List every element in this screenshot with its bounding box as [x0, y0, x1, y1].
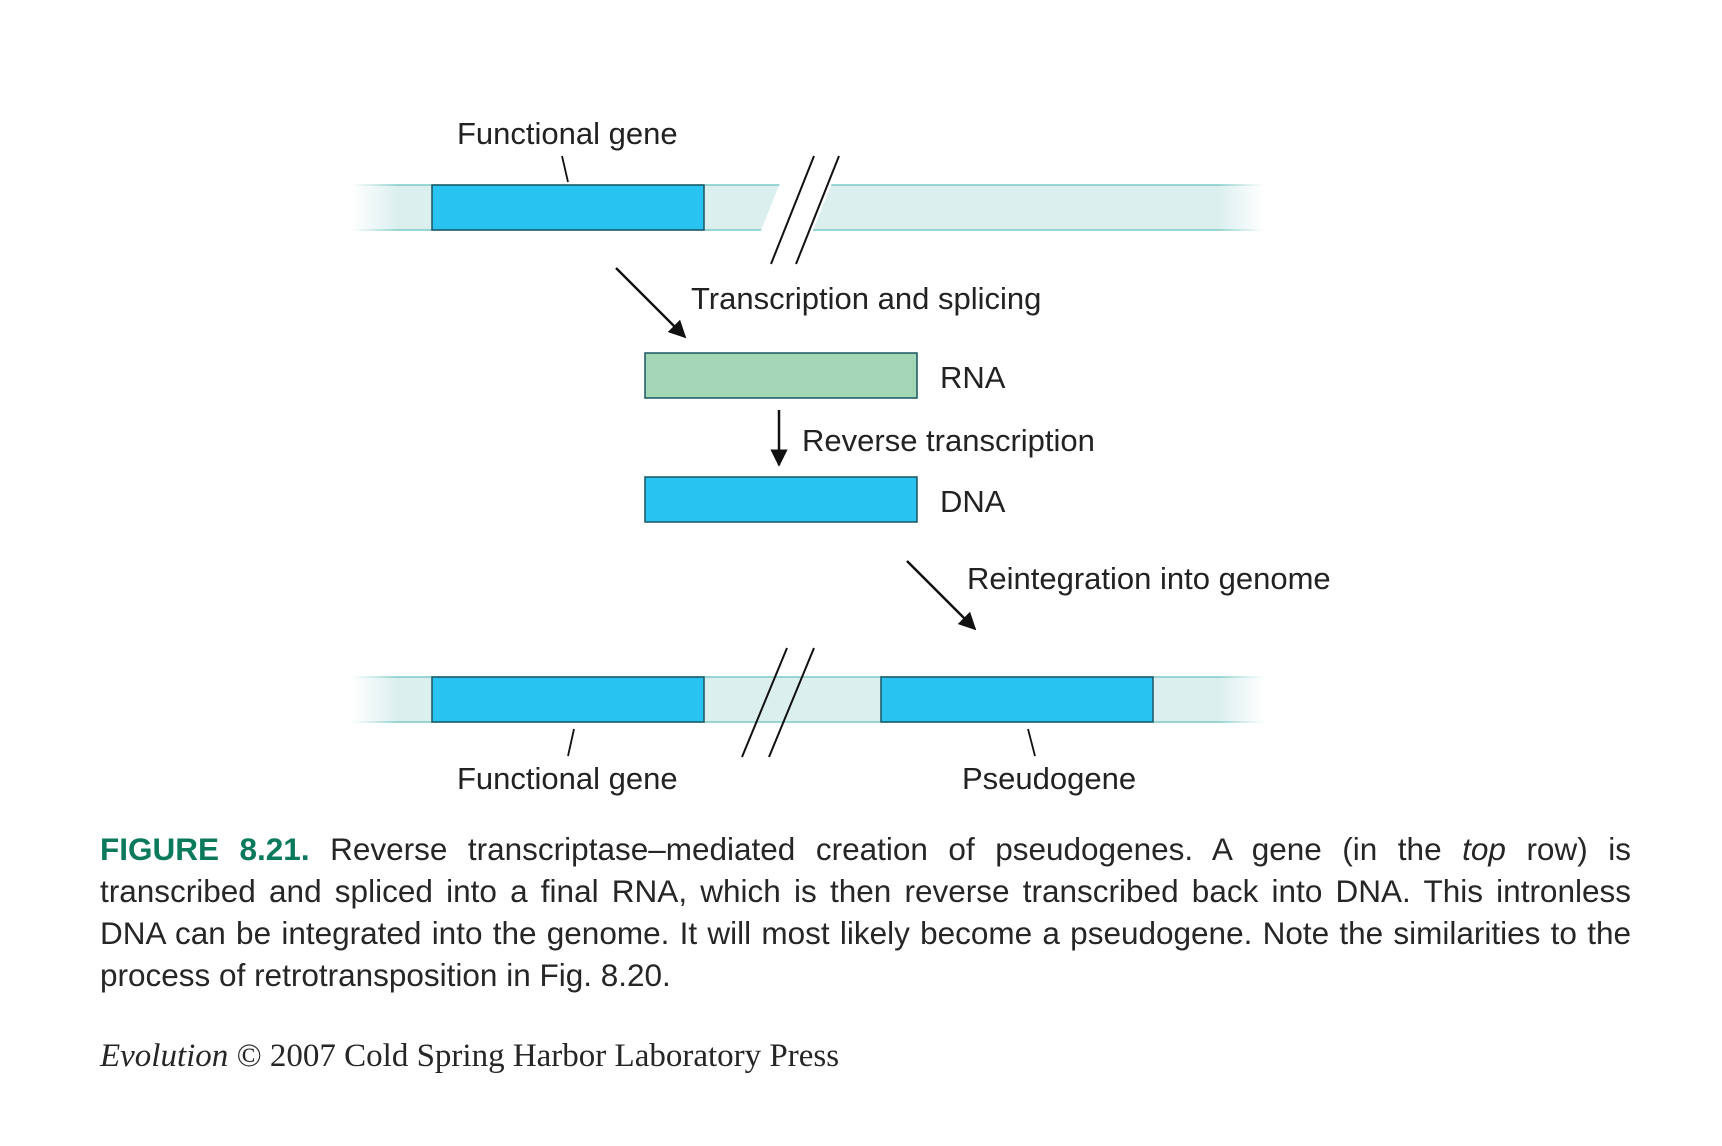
caption-text-italic: top: [1462, 831, 1506, 867]
credit-book-title: Evolution: [100, 1038, 229, 1074]
label-rna: RNA: [940, 360, 1006, 395]
reverse-transcription-step: Reverse transcription: [770, 410, 1095, 467]
top-functional-gene-leader: [561, 155, 569, 183]
bottom-functional-gene-box: [431, 676, 705, 723]
rna-product: RNA: [644, 352, 1006, 399]
credit-publisher: © 2007 Cold Spring Harbor Laboratory Pre…: [236, 1038, 840, 1074]
bottom-functional-gene-leader: [567, 728, 575, 757]
reintegration-step: Reintegration into genome: [906, 560, 1331, 631]
top-functional-gene-box: [431, 184, 705, 231]
copyright-credit: Evolution © 2007 Cold Spring Harbor Labo…: [100, 1038, 839, 1075]
top-chromosome: Functional gene: [352, 116, 1264, 265]
caption-text-part2: row) is transcribed and spliced into a f…: [100, 831, 1631, 993]
label-functional-gene-bottom: Functional gene: [457, 761, 678, 796]
top-break-line-1: [770, 155, 815, 265]
bottom-break-line-1: [741, 647, 788, 758]
label-transcription-and-splicing: Transcription and splicing: [691, 281, 1041, 316]
label-reverse-transcription: Reverse transcription: [802, 423, 1095, 458]
figure-caption: FIGURE 8.21. Reverse transcriptase–media…: [100, 828, 1631, 996]
rna-box: [644, 352, 918, 399]
pseudogene-box: [880, 676, 1154, 723]
reintegration-arrow: [906, 560, 977, 631]
label-functional-gene-top: Functional gene: [457, 116, 678, 151]
top-break-gap: [759, 180, 834, 235]
figure-number: FIGURE 8.21.: [100, 831, 310, 867]
label-dna: DNA: [940, 484, 1006, 519]
bottom-chromosome: Functional gene Pseudogene: [352, 647, 1264, 796]
top-break-line-2: [795, 155, 840, 265]
pseudogene-leader: [1027, 728, 1036, 757]
dna-box: [644, 476, 918, 523]
label-reintegration: Reintegration into genome: [967, 561, 1331, 596]
label-pseudogene: Pseudogene: [962, 761, 1136, 796]
transcription-step: Transcription and splicing: [615, 267, 1041, 339]
dna-product: DNA: [644, 476, 1006, 523]
bottom-break-line-2: [768, 647, 815, 758]
transcription-arrow: [615, 267, 687, 339]
caption-text-part1: Reverse transcriptase–mediated creation …: [330, 831, 1442, 867]
